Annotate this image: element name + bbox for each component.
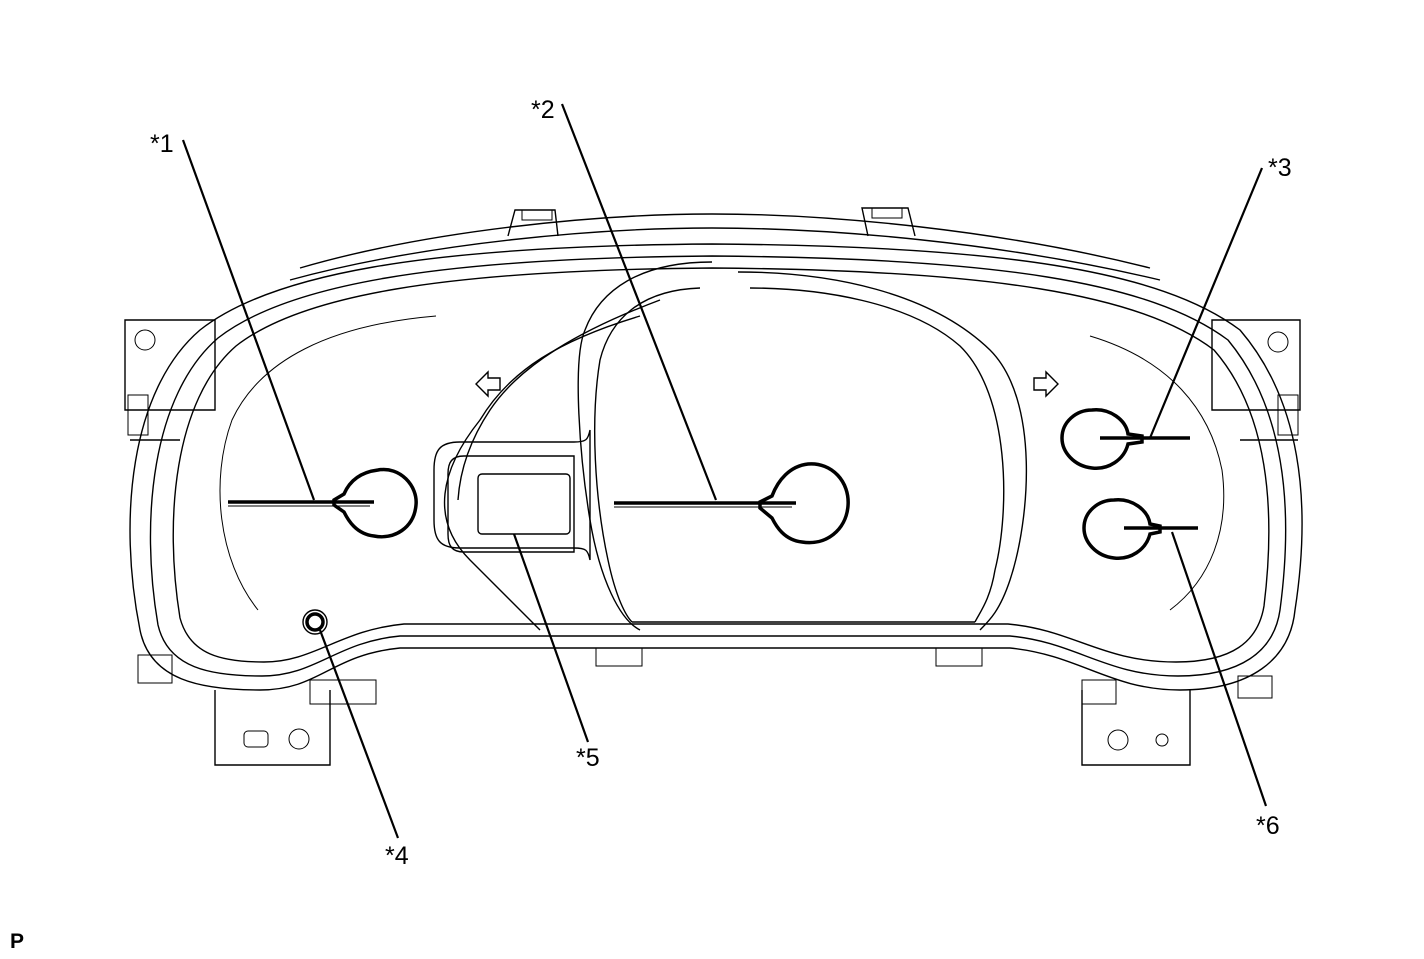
leader-line-3 [1148, 167, 1264, 439]
callout-label-5: *5 [576, 744, 600, 772]
leader-line-1 [181, 139, 316, 501]
cluster-housing [124, 207, 1303, 766]
gauge-left-pointer [228, 467, 418, 539]
callout-label-3: *3 [1268, 154, 1292, 182]
illustration-code: P [10, 930, 24, 953]
leader-line-2 [560, 103, 718, 501]
gauge-upper-right-pointer [1060, 408, 1190, 470]
gauge-center-pointer [614, 462, 850, 545]
leader-line-5 [512, 533, 590, 743]
leader-line-6 [1170, 531, 1268, 807]
dial-faces [219, 261, 1225, 631]
callout-label-2: *2 [531, 96, 555, 124]
callout-label-6: *6 [1256, 812, 1280, 840]
turn-right-arrow-icon [1033, 370, 1059, 398]
trip-reset-knob [302, 609, 328, 635]
leader-lines [181, 103, 1268, 839]
callout-label-1: *1 [150, 130, 174, 158]
turn-left-arrow-icon [475, 370, 501, 398]
gauge-lower-right-pointer [1082, 498, 1198, 560]
multi-info-display [433, 429, 591, 561]
leader-line-4 [318, 629, 400, 839]
callout-label-4: *4 [385, 842, 409, 870]
